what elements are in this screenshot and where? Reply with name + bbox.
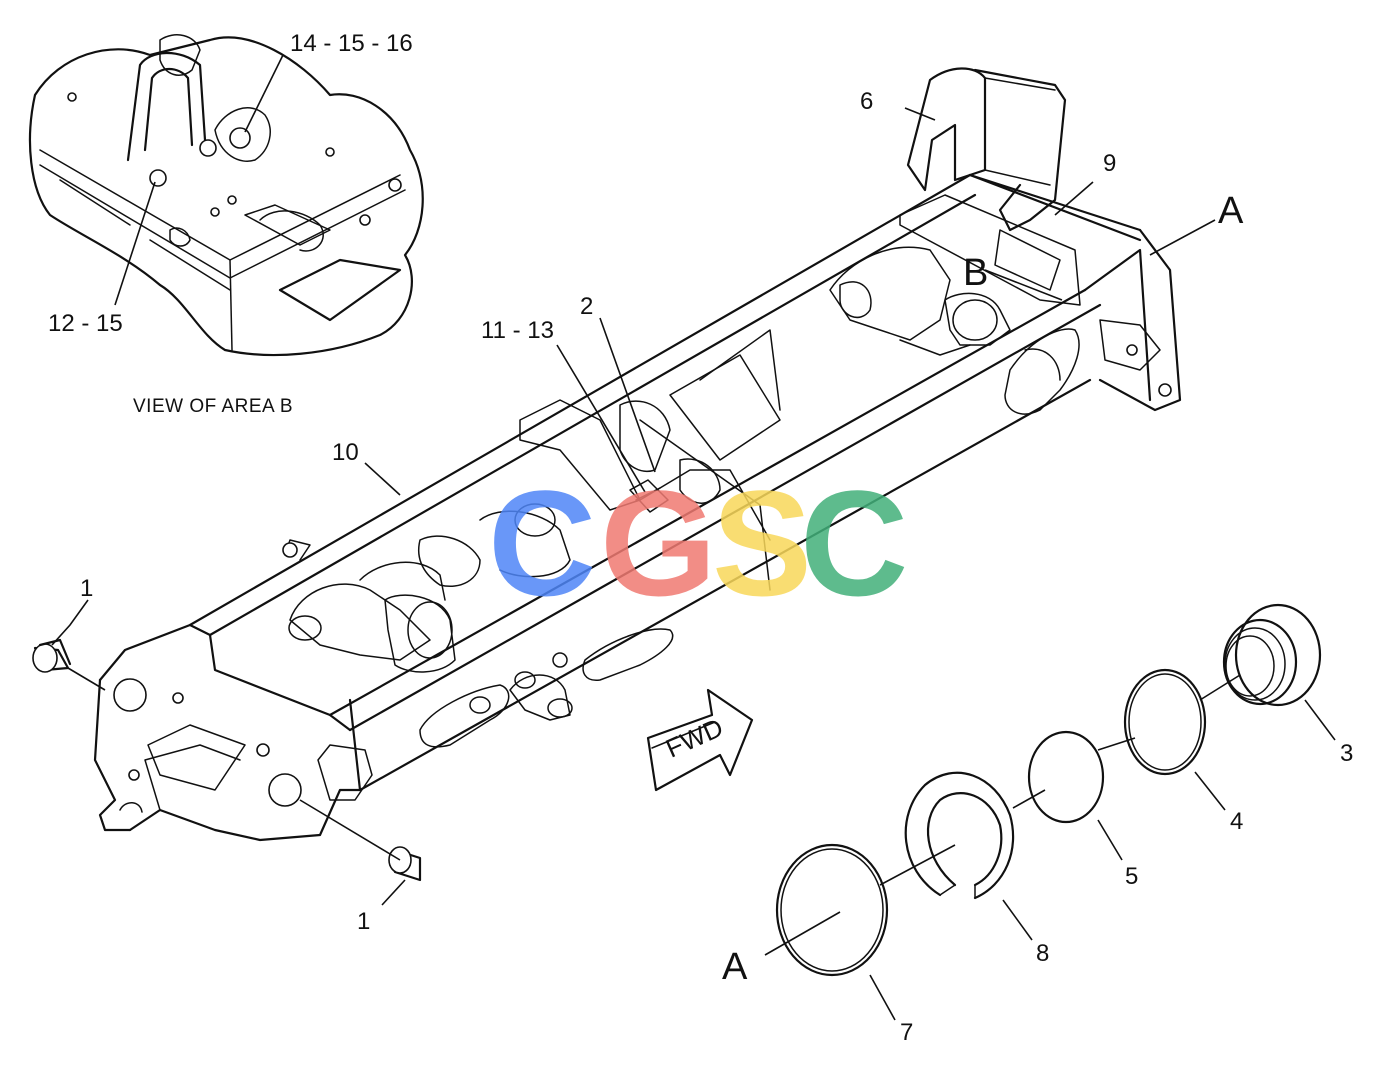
bushing-part-1-lower [388, 846, 422, 882]
pin-bore-front [113, 678, 147, 712]
bolt-head-14-15-16 [229, 127, 251, 149]
callout-10: 10 [332, 439, 359, 466]
leader-lines [51, 54, 1336, 1021]
loose-parts [32, 603, 1322, 977]
callout-9: 9 [1103, 150, 1117, 177]
cgsc-watermark-c2: C [800, 459, 909, 627]
pin-bore-front-right [268, 773, 302, 807]
cgsc-watermark-s: S [712, 459, 813, 627]
view-of-area-b-caption: VIEW OF AREA B [133, 396, 294, 417]
callout-14-15-16: 14 - 15 - 16 [290, 30, 413, 57]
bolt-head [199, 139, 217, 157]
callout-5: 5 [1125, 863, 1139, 890]
callout-3: 3 [1340, 740, 1354, 767]
cgsc-watermark-g: G [600, 459, 717, 627]
callout-6: 6 [860, 88, 874, 115]
cgsc-watermark-c1: C [488, 459, 597, 627]
callout-b: B [963, 252, 989, 294]
bushing-part-1-upper [32, 638, 72, 673]
callout-11-13: 11 - 13 [481, 317, 554, 344]
fwd-direction-arrow [646, 688, 754, 792]
callout-1-lower: 1 [357, 908, 371, 935]
callout-12-15: 12 - 15 [48, 310, 123, 337]
callout-2: 2 [580, 293, 594, 320]
o-ring-part-4 [1123, 668, 1207, 776]
seal-band-part-8 [904, 771, 1015, 900]
disc-part-5 [1027, 730, 1105, 824]
area-b-inset-view [28, 34, 424, 357]
collar-part-3 [1222, 603, 1322, 707]
bolt-head-12-15 [149, 169, 167, 187]
callout-8: 8 [1036, 940, 1050, 967]
callout-1-upper: 1 [80, 575, 94, 602]
callout-4: 4 [1230, 808, 1244, 835]
callout-a-right: A [1218, 190, 1244, 232]
callout-a-left: A [722, 946, 748, 988]
ring-part-7 [775, 843, 889, 977]
track-roller-frame [93, 67, 1182, 842]
callout-7: 7 [900, 1019, 914, 1046]
